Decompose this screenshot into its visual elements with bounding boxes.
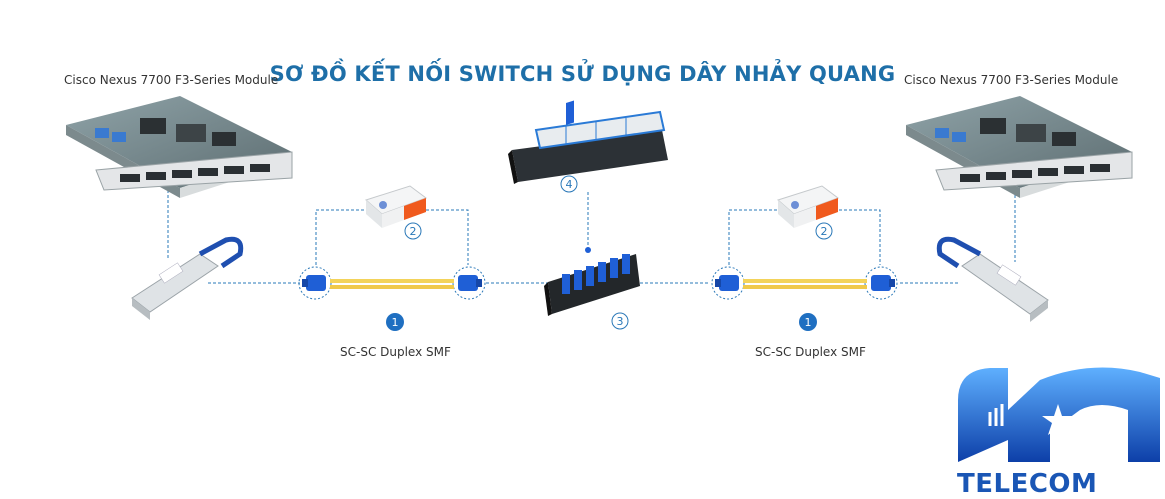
left-switch-module — [66, 96, 293, 198]
adapter-panel — [544, 100, 640, 316]
right-module-label: Cisco Nexus 7700 F3-Series Module — [904, 73, 1119, 87]
marker-cleaner-right-number: 2 — [821, 225, 828, 238]
left-cable-label: SC-SC Duplex SMF — [340, 345, 451, 359]
marker-adapter-panel-number: 3 — [617, 315, 624, 328]
right-switch-module — [906, 96, 1133, 198]
right-cable-label: SC-SC Duplex SMF — [755, 345, 866, 359]
hn-telecom-logo — [958, 367, 1160, 462]
left-module-label: Cisco Nexus 7700 F3-Series Module — [64, 73, 279, 87]
marker-cable-right-number: 1 — [805, 316, 812, 329]
logo-text: TELECOM — [957, 469, 1098, 499]
marker-cable-left-number: 1 — [392, 316, 399, 329]
marker-enclosure-number: 4 — [566, 178, 573, 191]
marker-enclosure — [560, 175, 578, 193]
marker-adapter-panel — [611, 312, 629, 330]
marker-cleaner-right — [815, 222, 833, 240]
fiber-enclosure — [508, 110, 668, 184]
right-transceiver — [936, 236, 1049, 322]
left-fiber-cleaner — [365, 185, 428, 228]
marker-cable-left — [386, 313, 404, 331]
left-transceiver — [131, 236, 244, 320]
marker-cable-right — [799, 313, 817, 331]
right-patch-cable — [711, 266, 898, 300]
marker-cleaner-left — [404, 222, 422, 240]
left-patch-cable — [298, 266, 486, 300]
right-fiber-cleaner — [777, 185, 840, 228]
marker-cleaner-left-number: 2 — [410, 225, 417, 238]
diagram-title: SƠ ĐỒ KẾT NỐI SWITCH SỬ DỤNG DÂY NHẢY QU… — [269, 62, 896, 86]
